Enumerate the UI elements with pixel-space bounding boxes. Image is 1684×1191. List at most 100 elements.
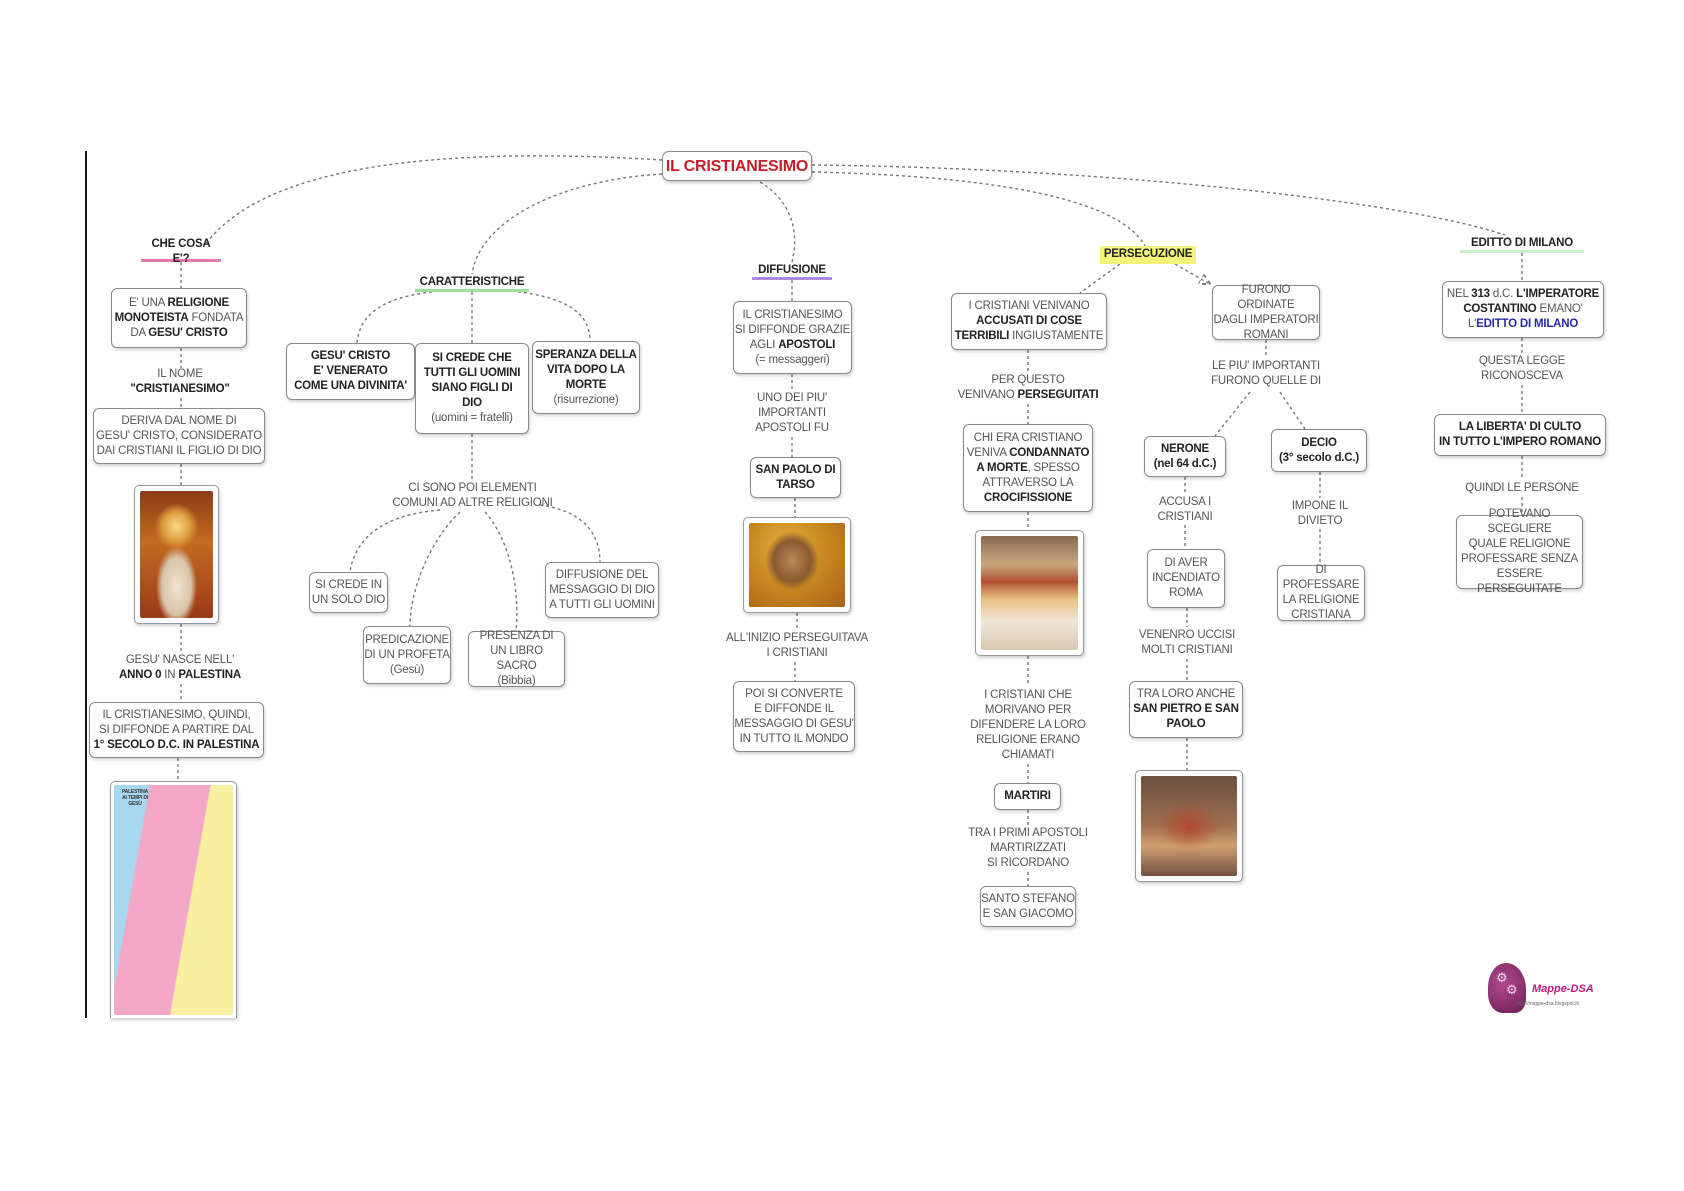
text-segment: EMANO'	[1536, 303, 1583, 315]
branch-heading-h-editto: EDITTO DI MILANO	[1460, 235, 1584, 253]
text-line: ACCUSA I	[1159, 495, 1211, 510]
text-line: 1° SECOLO D.C. IN PALESTINA	[94, 738, 260, 753]
text-line: DA GESU' CRISTO	[130, 326, 227, 341]
concept-box-b-martiri: MARTIRI	[994, 783, 1061, 810]
text-line: A TUTTI GLI UOMINI	[549, 598, 655, 613]
text-line: ALL'INIZIO PERSEGUITAVA	[726, 631, 868, 646]
palestine-map-image: PALESTINA AI TEMPI DI GESÙ	[110, 781, 237, 1018]
text-line: E' UNA RELIGIONE	[129, 296, 229, 311]
text-segment: IMPONE IL	[1291, 499, 1349, 512]
text-segment: DIFFUSIONE	[758, 263, 826, 276]
text-segment: VITA DOPO LA	[546, 363, 626, 376]
text-line: UNO DEI PIU'	[757, 391, 827, 406]
text-line: CRISTIANI	[1157, 510, 1212, 525]
text-segment: E SAN GIACOMO	[982, 907, 1074, 920]
text-segment: PREDICAZIONE	[365, 633, 449, 646]
text-segment: COSTANTINO	[1463, 303, 1537, 315]
branch-heading-h-car: CARATTERISTICHE	[415, 274, 529, 292]
text-segment: LA LIBERTA' DI CULTO	[1458, 421, 1582, 433]
text-segment: d.C.	[1489, 288, 1517, 300]
text-segment: SI DIFFONDE A PARTIRE DAL	[99, 723, 254, 736]
link-pers-right	[1184, 340, 1321, 770]
text-line: (nel 64 d.C.)	[1154, 457, 1217, 472]
text-segment: MONOTEISTA	[114, 311, 189, 324]
text-line: IMPONE IL	[1291, 499, 1349, 514]
text-segment: UN SOLO DIO	[311, 593, 386, 606]
text-segment: SI CREDE CHE	[432, 352, 512, 364]
text-line: SI CREDE IN	[315, 578, 382, 593]
text-segment: UNO DEI PIU'	[756, 392, 828, 404]
text-line: DI AVER	[1164, 556, 1207, 571]
jesus-image	[134, 485, 219, 624]
text-line: POI SI CONVERTE	[745, 687, 843, 702]
text-segment: (3° secolo d.C.)	[1279, 451, 1359, 464]
link-label-l-nasce: GESU' NASCE NELL'ANNO 0 IN PALESTINA	[100, 652, 260, 684]
text-segment: TERRIBILI	[954, 330, 1010, 342]
link-che-chain	[177, 262, 182, 781]
text-segment: QUALE RELIGIONE	[1468, 538, 1571, 550]
text-segment: MESSAGGIO DI GESU'	[734, 717, 854, 730]
text-segment: ATTRAVERSO LA	[982, 476, 1074, 489]
text-line: MESSAGGIO DI GESU'	[734, 717, 854, 732]
text-segment: L'	[1467, 318, 1477, 330]
text-segment: ROMA	[1169, 587, 1203, 599]
text-line: MORTE	[566, 378, 607, 393]
text-segment: DAI CRISTIANI IL FIGLIO DI DIO	[96, 444, 262, 457]
text-segment: AGLI	[749, 338, 779, 351]
text-line: SI DIFFONDE GRAZIE	[735, 323, 850, 338]
mappe-dsa-logo: ⚙ ⚙ Mappe-DSA http://mappe-dsa.blogspot.…	[1488, 961, 1608, 1019]
text-segment: QUESTA LEGGE	[1478, 355, 1566, 367]
text-segment: INCENDIATO	[1152, 572, 1220, 584]
link-title-che	[204, 155, 663, 246]
text-segment: MESSAGGIO DI DIO	[549, 583, 655, 596]
text-line: SAN PAOLO DI	[756, 463, 836, 478]
text-line: LE PIU' IMPORTANTI	[1212, 359, 1320, 374]
text-line: IMPORTANTI	[758, 406, 826, 421]
text-line: IL CRISTIANESIMO	[666, 158, 808, 174]
text-segment: CARATTERISTICHE	[419, 275, 525, 288]
text-segment: PROFESSARE SENZA	[1461, 553, 1578, 565]
text-line: DIFENDERE LA LORO	[970, 718, 1086, 733]
text-segment: ROMANI	[1243, 328, 1289, 341]
text-line: E DIFFONDE IL	[754, 702, 834, 717]
text-segment: PERSEGUITATI	[1017, 389, 1099, 401]
text-line: QUALE RELIGIONE	[1469, 537, 1571, 552]
text-segment: TARSO	[776, 478, 815, 491]
text-line: ESSERE PERSEGUITATE	[1457, 567, 1582, 597]
text-line: MARTIRI	[1004, 789, 1051, 804]
text-line: DERIVA DAL NOME DI	[121, 414, 236, 429]
text-line: PREDICAZIONE	[365, 633, 449, 648]
text-line: GESU' NASCE NELL'	[126, 653, 235, 668]
text-line: PRESENZA DI	[480, 629, 554, 644]
text-segment: IMPORTANTI	[758, 407, 826, 419]
text-line: L'EDITTO DI MILANO	[1468, 317, 1578, 332]
text-segment: 1° SECOLO D.C. IN PALESTINA	[93, 738, 260, 751]
text-segment: FONDATA	[188, 311, 244, 324]
text-line: VENIVA CONDANNATO	[967, 446, 1090, 461]
link-label-l-accusa: ACCUSA I CRISTIANI	[1140, 494, 1230, 525]
text-line: DAGLI IMPERATORI	[1213, 313, 1318, 328]
text-segment: ALL'INIZIO PERSEGUITAVA	[725, 632, 869, 644]
text-segment: IL NOME	[157, 368, 203, 380]
text-line: VITA DOPO LA	[547, 363, 625, 378]
text-line: TRA I PRIMI APOSTOLI	[968, 826, 1088, 841]
text-line: INCENDIATO	[1152, 571, 1220, 586]
text-line: COME UNA DIVINITA'	[294, 379, 407, 394]
text-segment: A MORTE	[976, 461, 1028, 474]
left-border-line	[85, 151, 87, 1018]
text-line: LA RELIGIONE	[1283, 593, 1360, 608]
text-segment: ACCUSA I	[1158, 495, 1212, 508]
text-segment: CI SONO POI ELEMENTI	[408, 482, 537, 494]
text-line: QUINDI LE PERSONE	[1465, 481, 1579, 496]
text-segment: VENIVA	[966, 446, 1010, 459]
text-segment: IL CRISTIANESIMO, QUINDI,	[102, 708, 251, 721]
